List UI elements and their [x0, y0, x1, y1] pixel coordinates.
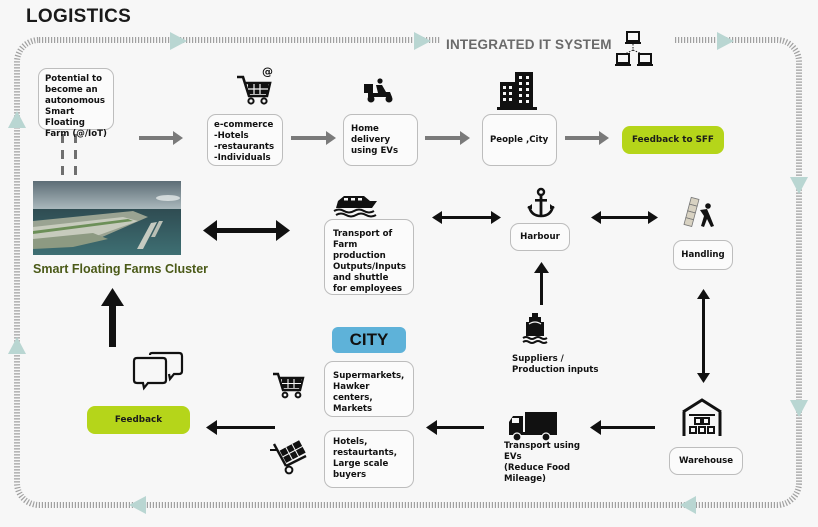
delivery-truck-icon — [509, 412, 557, 442]
ecommerce-line: -Hotels — [214, 131, 249, 141]
arrow-to-ecommerce — [139, 131, 183, 145]
arrow-city-to-feedback — [206, 420, 275, 435]
loop-arrow-left-1 — [8, 337, 26, 354]
warehouse-box: Warehouse — [669, 447, 743, 475]
city-badge: CITY — [332, 327, 406, 353]
svg-text:@: @ — [262, 65, 273, 78]
hotels-box: Hotels, restaurtants, Large scale buyers — [324, 430, 414, 488]
arrow-to-feedback-sff — [565, 131, 609, 145]
suppliers-caption: Suppliers / Production inputs — [512, 354, 598, 376]
transport-ev-line: EVs — [504, 452, 522, 462]
home-delivery-box: Home delivery using EVs — [343, 114, 418, 166]
harbour-text: Harbour — [520, 231, 560, 242]
suppliers-line: Production inputs — [512, 365, 599, 375]
hand-truck-icon — [270, 440, 307, 475]
loop-arrow-bottom-2 — [129, 496, 146, 514]
floating-farm-image — [33, 181, 181, 255]
handling-box: Handling — [673, 240, 733, 270]
transport-ev-line: (Reduce Food — [504, 463, 571, 473]
transport-farm-box: Transport of Farm production Outputs/Inp… — [324, 219, 414, 295]
feedback-to-sff-button[interactable]: Feedback to SFF — [622, 126, 724, 154]
double-arrow-farm-transport — [203, 220, 290, 241]
loop-arrow-top-3 — [717, 32, 734, 50]
supermarkets-text: Supermarkets, Hawker centers, Markets — [333, 371, 405, 414]
arrow-to-home-delivery — [291, 131, 336, 145]
double-arrow-harbour-handling — [591, 211, 658, 224]
warehouse-icon — [682, 398, 722, 436]
worker-pushing-boxes-icon — [683, 196, 714, 227]
double-arrow-handling-warehouse — [697, 289, 710, 383]
transport-ev-line: Mileage) — [504, 474, 546, 484]
potential-box: Potential to become an autonomous Smart … — [38, 68, 114, 139]
page-title: LOGISTICS — [26, 6, 132, 27]
loop-arrow-top-1 — [170, 32, 187, 50]
transport-farm-text: Transport of Farm production Outputs/Inp… — [333, 229, 406, 294]
people-city-text: People ,City — [490, 134, 549, 145]
transport-ev-caption: Transport using EVs (Reduce Food Mileage… — [504, 441, 580, 485]
arrow-suppliers-to-harbour — [534, 262, 549, 305]
shopping-cart-at-icon: @ — [237, 65, 273, 105]
harbour-box: Harbour — [510, 223, 570, 251]
people-city-box: People ,City — [482, 114, 557, 166]
it-system-title: INTEGRATED IT SYSTEM — [446, 37, 612, 52]
potential-connector — [61, 134, 77, 175]
transport-ev-line: Transport using — [504, 441, 581, 451]
loop-arrow-bottom-1 — [680, 496, 696, 514]
city-buildings-icon — [497, 72, 537, 110]
loop-arrow-top-2 — [414, 32, 431, 50]
delivery-scooter-icon — [364, 78, 393, 103]
handling-text: Handling — [681, 249, 725, 260]
hotels-text: Hotels, restaurtants, Large scale buyers — [333, 437, 397, 480]
chat-bubbles-icon — [132, 351, 184, 391]
cargo-ship-icon — [522, 313, 548, 344]
ecommerce-box: e-commerce -Hotels -restaurants -Individ… — [207, 114, 283, 166]
anchor-icon — [527, 187, 555, 218]
loop-arrow-right-1 — [790, 177, 808, 194]
floating-farm-photo — [33, 181, 181, 255]
shopping-cart-icon — [273, 372, 305, 399]
arrow-to-people-city — [425, 131, 470, 145]
arrow-feedback-to-farm — [101, 288, 124, 347]
ecommerce-line: -Individuals — [214, 153, 271, 163]
feedback-button[interactable]: Feedback — [87, 406, 190, 434]
warehouse-text: Warehouse — [678, 455, 734, 466]
arrow-warehouse-to-transport — [590, 420, 655, 435]
loop-arrow-right-2 — [790, 400, 808, 417]
it-system-loop — [14, 37, 802, 508]
farm-cluster-label: Smart Floating Farms Cluster — [33, 262, 209, 276]
ferry-boat-icon — [333, 196, 377, 218]
loop-arrow-left-2 — [8, 111, 26, 128]
supermarkets-box: Supermarkets, Hawker centers, Markets — [324, 361, 414, 417]
arrow-transport-to-city — [426, 420, 484, 435]
ecommerce-line: e-commerce — [214, 120, 274, 130]
home-delivery-text: Home delivery using EVs — [351, 123, 399, 156]
suppliers-line: Suppliers / — [512, 354, 564, 364]
ecommerce-line: -restaurants — [214, 142, 275, 152]
networked-computers-icon — [615, 31, 653, 66]
double-arrow-transport-harbour — [432, 211, 501, 224]
